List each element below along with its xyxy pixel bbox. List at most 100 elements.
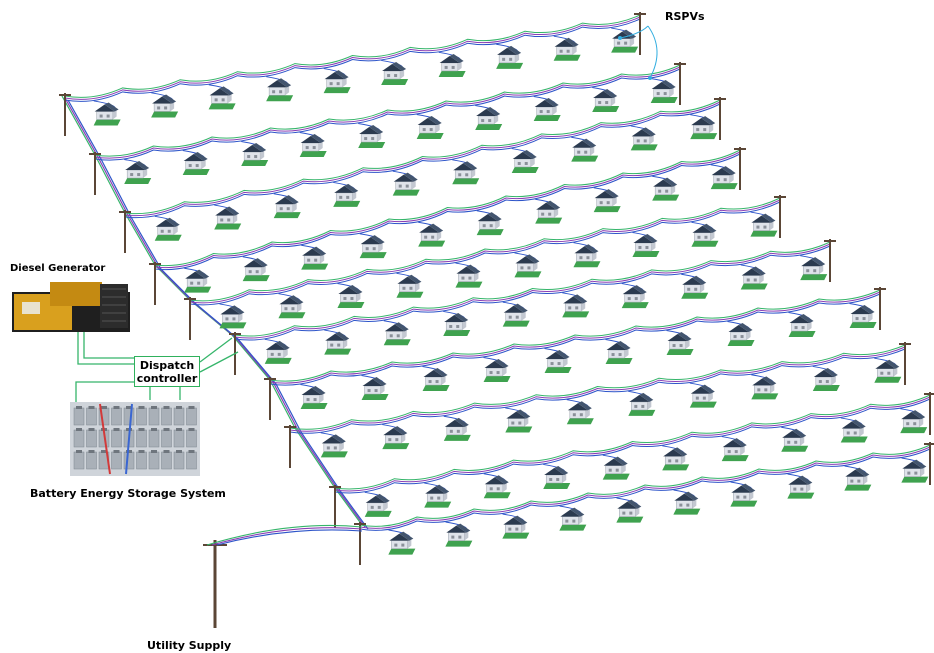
house-with-solar-roof-icon — [361, 376, 390, 401]
utility-supply-label: Utility Supply — [147, 639, 232, 652]
house-with-solar-roof-icon — [332, 183, 361, 208]
house-with-solar-roof-icon — [627, 392, 656, 417]
house-with-solar-roof-icon — [443, 417, 472, 442]
street-wire — [154, 149, 741, 267]
house-with-solar-roof-icon — [501, 515, 530, 540]
house-with-solar-roof-icon — [300, 246, 329, 271]
control-link — [83, 332, 134, 359]
street-wire — [94, 66, 681, 159]
house-with-solar-roof-icon — [553, 37, 582, 62]
street-wire — [154, 153, 741, 271]
house-with-solar-roof-icon — [323, 331, 352, 356]
house-with-solar-roof-icon — [533, 97, 562, 122]
house-with-solar-roof-icon — [392, 172, 421, 197]
house-with-solar-roof-icon — [364, 493, 393, 518]
street-wire — [234, 243, 831, 339]
house-with-solar-roof-icon — [277, 294, 306, 319]
house-with-solar-roof-icon — [534, 200, 563, 225]
house-with-solar-roof-icon — [320, 433, 349, 458]
house-with-solar-roof-icon — [451, 160, 480, 185]
house-with-solar-roof-icon — [359, 234, 388, 259]
house-with-solar-roof-icon — [154, 217, 183, 242]
house-with-solar-roof-icon — [786, 475, 815, 500]
utility-feed-wire — [206, 524, 363, 546]
street-wire — [124, 99, 721, 215]
house-with-solar-roof-icon — [423, 484, 452, 509]
house-with-solar-roof-icon — [650, 79, 679, 104]
street-wire — [64, 16, 641, 100]
house-with-solar-roof-icon — [840, 418, 869, 443]
diesel-generator-icon — [12, 282, 130, 332]
house-with-solar-roof-icon — [812, 367, 841, 392]
house-with-solar-roof-icon — [591, 88, 620, 113]
control-link — [199, 351, 239, 373]
street-wire — [289, 346, 906, 432]
house-with-solar-roof-icon — [264, 340, 293, 365]
house-with-solar-roof-icon — [513, 253, 542, 278]
house-with-solar-roof-icon — [727, 322, 756, 347]
rspvs-label: RSPVs — [665, 10, 705, 23]
house-with-solar-roof-icon — [710, 165, 739, 190]
house-with-solar-roof-icon — [570, 138, 599, 163]
house-with-solar-roof-icon — [544, 349, 573, 374]
house-with-solar-roof-icon — [240, 142, 269, 167]
street-wire — [289, 348, 906, 434]
control-link — [75, 381, 134, 402]
house-with-solar-roof-icon — [566, 400, 595, 425]
house-with-solar-roof-icon — [631, 233, 660, 258]
house-with-solar-roof-icon — [93, 102, 122, 127]
control-link — [199, 337, 233, 363]
street-wire — [189, 197, 781, 302]
house-with-solar-roof-icon — [208, 85, 237, 110]
battery-rack-icon — [70, 402, 200, 476]
rspv-callout-line — [619, 25, 649, 39]
house-with-solar-roof-icon — [615, 499, 644, 524]
street-wire — [64, 14, 641, 98]
rspv-callout-dot — [648, 76, 652, 80]
house-with-solar-roof-icon — [182, 151, 211, 176]
utility-pole-icon — [58, 92, 72, 137]
houses-layer — [93, 29, 929, 556]
house-with-solar-roof-icon — [558, 507, 587, 532]
street-wire — [189, 199, 781, 304]
dispatch-label-line1: Dispatch — [139, 359, 195, 372]
house-with-solar-roof-icon — [483, 474, 512, 499]
house-with-solar-roof-icon — [213, 205, 242, 230]
street-wire — [334, 398, 931, 494]
house-with-solar-roof-icon — [123, 160, 152, 185]
utility-pole-icon — [283, 424, 297, 469]
house-with-solar-roof-icon — [300, 385, 329, 410]
street-wire — [359, 448, 931, 531]
diesel-generator-label: Diesel Generator — [10, 263, 106, 274]
house-with-solar-roof-icon — [542, 465, 571, 490]
house-with-solar-roof-icon — [218, 304, 247, 329]
street-wire — [124, 101, 721, 217]
house-with-solar-roof-icon — [483, 358, 512, 383]
house-with-solar-roof-icon — [502, 303, 531, 328]
street-wire — [154, 151, 741, 269]
house-with-solar-roof-icon — [899, 409, 928, 434]
house-with-solar-roof-icon — [621, 284, 650, 309]
equipment-layer — [12, 25, 658, 628]
house-with-solar-roof-icon — [672, 491, 701, 516]
street-wire — [234, 241, 831, 337]
house-with-solar-roof-icon — [780, 428, 809, 453]
house-with-solar-roof-icon — [561, 293, 590, 318]
house-with-solar-roof-icon — [454, 264, 483, 289]
house-with-solar-roof-icon — [273, 194, 302, 219]
house-with-solar-roof-icon — [630, 126, 659, 151]
house-with-solar-roof-icon — [788, 313, 817, 338]
house-with-solar-roof-icon — [387, 531, 416, 556]
house-with-solar-roof-icon — [504, 409, 533, 434]
house-with-solar-roof-icon — [593, 188, 622, 213]
house-with-solar-roof-icon — [444, 523, 473, 548]
house-with-solar-roof-icon — [383, 321, 412, 346]
house-with-solar-roof-icon — [749, 213, 778, 238]
house-with-solar-roof-icon — [843, 467, 872, 492]
house-with-solar-roof-icon — [265, 77, 294, 102]
house-with-solar-roof-icon — [442, 312, 471, 337]
house-with-solar-roof-icon — [417, 223, 446, 248]
house-with-solar-roof-icon — [689, 115, 718, 140]
house-with-solar-roof-icon — [242, 257, 271, 282]
